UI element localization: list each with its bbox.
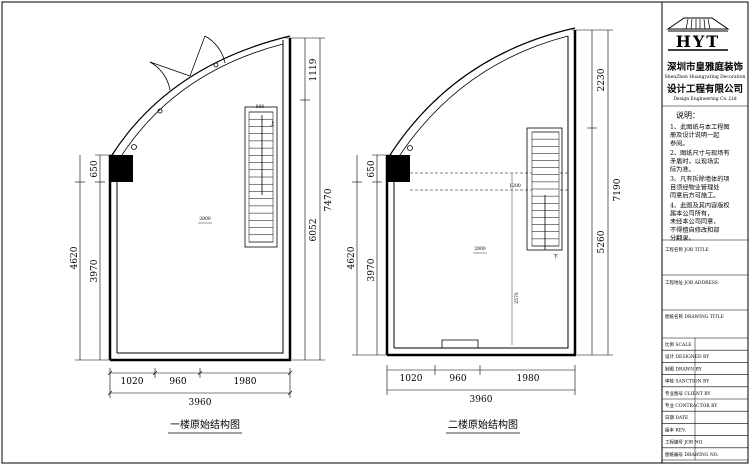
plan-1: 上 800 2800	[70, 35, 334, 434]
plan1-stair-width: 800	[256, 104, 265, 110]
plan2-dim-total: 3960	[470, 395, 493, 405]
plan1-column	[110, 155, 133, 182]
plan2-stair-arrow-label: 下	[553, 254, 558, 260]
note-line: 1、此图纸与本工程图	[670, 123, 730, 131]
note-line: 分翻录。	[670, 234, 695, 242]
plan1-dim-1980: 1980	[234, 377, 257, 387]
plan2-column	[387, 155, 410, 182]
plan1-column-marker	[213, 62, 219, 68]
plan1-curved-wall	[111, 35, 291, 156]
plan1-dim-total: 3960	[189, 398, 212, 408]
plan1-dim-7470: 7470	[324, 188, 334, 211]
plan2-curved-wall	[389, 27, 576, 156]
title-block-field: 制图 DRAWN BY	[665, 365, 703, 372]
title-block-field: 版本 REV.	[665, 426, 687, 433]
plan2-room-label: 2800	[474, 246, 486, 252]
title-block-field: 审核 SANCTION BY	[665, 378, 710, 385]
plan2-dim-1980: 1980	[517, 374, 540, 384]
plan1-dim-960: 960	[169, 377, 186, 387]
plan1-dim-3970: 3970	[90, 259, 100, 282]
notes-title: 说明：	[676, 110, 700, 120]
plan1-walls	[108, 38, 292, 362]
plan2-dim-2570: 2570	[514, 292, 520, 304]
project-address-label: 工程地址 JOB ADDRESS	[665, 279, 718, 286]
plan1-dim-4620: 4620	[70, 246, 80, 269]
title-block-field: 工程编号 JOB NO.	[665, 439, 704, 446]
note-line: 3、凡有拆除墙体的项	[670, 175, 730, 183]
plan1-dim-650: 650	[90, 160, 100, 177]
note-line: 际为准。	[670, 166, 695, 174]
plan1-double-door	[149, 35, 226, 91]
plan2-dim-1020: 1020	[400, 374, 423, 384]
plan1-stair-arrow-label: 上	[270, 120, 275, 127]
plan2-inner-walls	[393, 36, 569, 349]
project-name-label: 工程名称 JOB TITLE	[665, 246, 709, 253]
note-line: 参阅。	[670, 139, 689, 147]
logo-text: HYT	[676, 32, 720, 51]
title-block-field: 比例 SCALE	[665, 341, 691, 348]
note-line: 同意后方可施工。	[670, 192, 720, 200]
note-line: 未经本公司同意，	[670, 218, 720, 226]
plan1-dim-1020: 1020	[121, 377, 144, 387]
plan1-inner-walls	[116, 40, 284, 354]
plan1-title: 一楼原始结构图	[170, 418, 240, 431]
plan2-dim-3970: 3970	[367, 258, 377, 281]
company-name-cn-1: 深圳市皇雅庭装饰	[667, 61, 744, 73]
note-line: 不得擅自修改和部	[670, 226, 720, 234]
plan2-title: 二楼原始结构图	[448, 418, 518, 431]
title-block-field: 设计 DESIGNED BY	[665, 353, 710, 360]
company-logo: HYT	[666, 17, 730, 51]
plan1-dim-lines	[75, 37, 325, 398]
title-block-field: 图纸编号 DRAWING NO.	[665, 451, 719, 458]
title-block-fields: 比例 SCALE 设计 DESIGNED BY 制图 DRAWN BY 审核 SANC…	[662, 337, 748, 461]
title-block-field: 专业图号 CLIENT BY	[665, 390, 712, 397]
plan2-curved-wall-inner	[397, 35, 569, 159]
plan1-column-marker	[157, 108, 163, 114]
plan1-column-marker	[131, 144, 137, 150]
note-line: 目须经物业管理处	[670, 183, 720, 191]
title-block-field: 日期 DATE	[665, 415, 688, 421]
plan2-dim-1200: 1200	[509, 183, 521, 189]
plan2-walls	[385, 30, 577, 357]
plan-2: 1200 2570 2800 下	[347, 27, 623, 434]
note-line: 2、图纸尺寸与现场有	[670, 149, 730, 157]
plan1-room-label: 2800	[199, 216, 211, 222]
note-line: 4、此图及其内容版权	[670, 201, 730, 209]
plan2-dim-5260: 5260	[597, 230, 607, 253]
plan1-dim-1119: 1119	[309, 58, 319, 81]
company-name-cn-2: 设计工程有限公司	[667, 83, 743, 95]
title-block: HYT 深圳市皇雅庭装饰 ShenZhen Huangyating Decora…	[662, 17, 748, 461]
note-line: 矛盾时，以现场实	[670, 157, 720, 165]
plan1-staircase: 上 800	[244, 104, 278, 248]
plan1-curved-wall-inner	[119, 43, 284, 159]
note-line: 册及设计说明一起	[670, 131, 720, 139]
company-name-en-2: Design Engineering Co.,Ltd	[673, 96, 736, 102]
plan2-dim-7190: 7190	[613, 178, 623, 201]
plan2-dim-lines	[352, 29, 613, 395]
plan2-dim-960: 960	[449, 374, 466, 384]
plan1-dim-6052: 6052	[309, 219, 319, 242]
notes-list: 1、此图纸与本工程图 册及设计说明一起 参阅。 2、图纸尺寸与现场有 矛盾时，以现…	[670, 123, 730, 242]
note-line: 属本公司所有，	[670, 210, 713, 218]
title-block-field: 专业 CONTRACTOR BY	[665, 402, 718, 409]
plan2-staircase: 下	[526, 127, 563, 260]
plan2-dim-4620: 4620	[347, 246, 357, 269]
plan2-dim-650: 650	[367, 160, 377, 177]
company-name-en-1: ShenZhen Huangyating Decoration	[665, 74, 746, 80]
plan2-niche	[441, 339, 479, 348]
plan2-column-marker	[407, 145, 413, 151]
plan2-dim-2230: 2230	[597, 68, 607, 91]
drawing-title-label: 图纸名称 DRAWING TITLE	[665, 313, 724, 320]
